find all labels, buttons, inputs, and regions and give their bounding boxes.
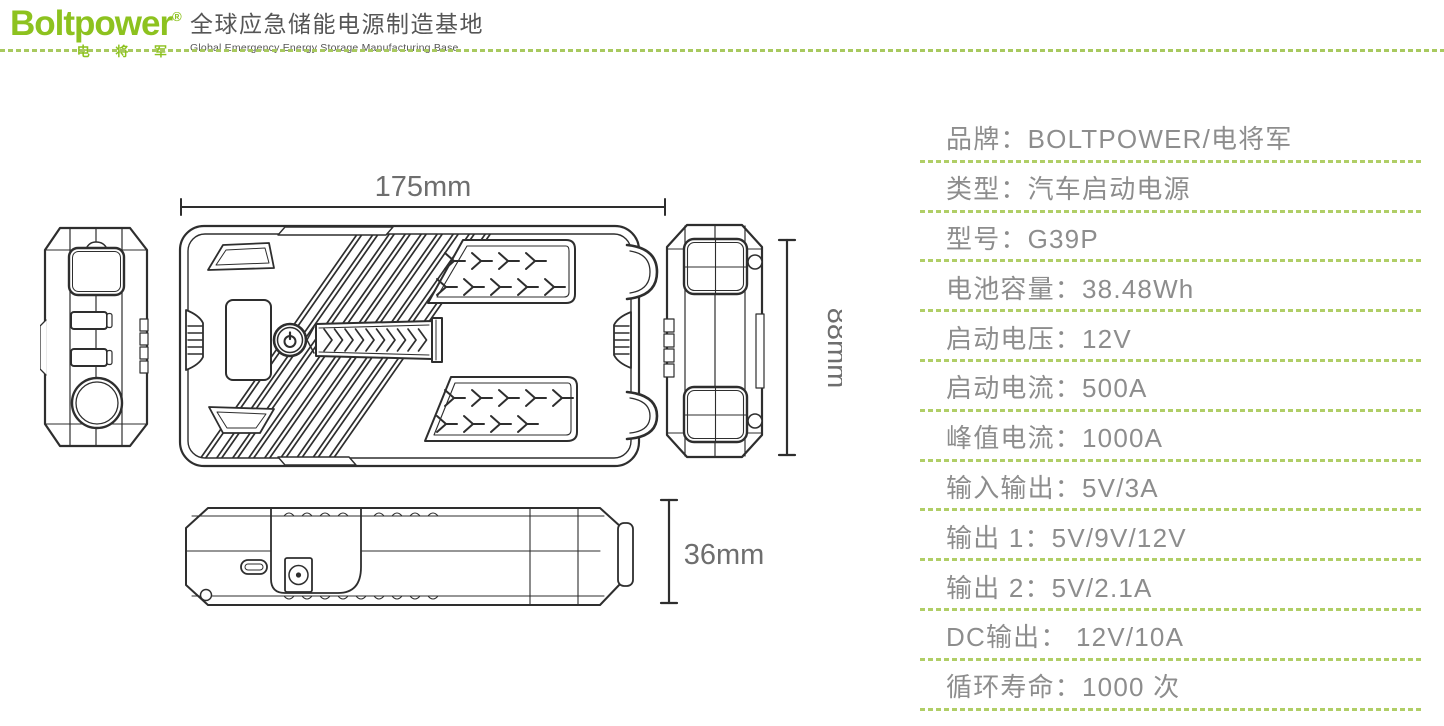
spec-row: 循环寿命：1000 次 xyxy=(920,661,1424,711)
spec-row: 输出 2：5V/2.1A xyxy=(920,561,1424,611)
left-end-view-drawing xyxy=(40,226,149,448)
spec-table: 品牌：BOLTPOWER/电将军 类型：汽车启动电源 型号：G39P 电池容量：… xyxy=(920,113,1424,711)
header-tagline: 全球应急储能电源制造基地 Global Emergency Energy Sto… xyxy=(190,5,484,54)
bottom-view-drawing: 36mm xyxy=(185,498,765,606)
logo-wordmark: Boltpower® xyxy=(10,1,182,43)
spec-row: 类型：汽车启动电源 xyxy=(920,163,1424,213)
spec-row-text: 峰值电流：1000A xyxy=(946,423,1164,454)
spec-row-text: 型号：G39P xyxy=(946,223,1099,254)
spec-row: 品牌：BOLTPOWER/电将军 xyxy=(920,113,1424,163)
spec-row: 输出 1：5V/9V/12V xyxy=(920,511,1424,561)
power-icon xyxy=(283,331,297,348)
logo-brand-text: Boltpower xyxy=(10,4,173,43)
height-dimension-label: 88mm xyxy=(821,308,842,389)
spec-row-text: 类型：汽车启动电源 xyxy=(946,174,1191,205)
tagline-cn: 全球应急储能电源制造基地 xyxy=(190,11,484,37)
thickness-dimension-label: 36mm xyxy=(684,539,765,571)
spec-row: 峰值电流：1000A xyxy=(920,412,1424,462)
spec-row: 启动电流：500A xyxy=(920,362,1424,412)
spec-row-text: 输出 2：5V/2.1A xyxy=(946,572,1153,603)
registered-mark: ® xyxy=(172,9,182,24)
spec-row-text: 循环寿命：1000 次 xyxy=(946,672,1181,703)
tread-pattern-top xyxy=(436,252,566,296)
spec-row: DC输出： 12V/10A xyxy=(920,611,1424,661)
spec-row-text: 品牌：BOLTPOWER/电将军 xyxy=(946,124,1293,155)
spec-row-text: 输入输出：5V/3A xyxy=(946,472,1159,503)
usb-c-port-inner xyxy=(244,563,264,571)
tread-pattern-bottom xyxy=(436,389,574,433)
brand-logo: Boltpower® 电 将 军 xyxy=(10,1,182,60)
tagline-en: Global Emergency Energy Storage Manufact… xyxy=(190,42,459,54)
width-dimension-label: 175mm xyxy=(375,171,472,203)
spec-row-text: 启动电压：12V xyxy=(946,323,1132,354)
top-view-drawing: 175mm xyxy=(178,171,666,468)
spec-row-text: DC输出： 12V/10A xyxy=(946,622,1185,653)
right-side-view-drawing: 88mm xyxy=(663,223,842,459)
spec-row: 输入输出：5V/3A xyxy=(920,462,1424,512)
spec-row: 型号：G39P xyxy=(920,213,1424,263)
header-divider xyxy=(0,49,1444,52)
spec-row: 启动电压：12V xyxy=(920,312,1424,362)
spec-row: 电池容量：38.48Wh xyxy=(920,262,1424,312)
spec-row-text: 输出 1：5V/9V/12V xyxy=(946,522,1187,553)
usb-c-port xyxy=(240,559,268,575)
spec-row-text: 电池容量：38.48Wh xyxy=(946,273,1195,304)
spec-row-text: 启动电流：500A xyxy=(946,373,1148,404)
